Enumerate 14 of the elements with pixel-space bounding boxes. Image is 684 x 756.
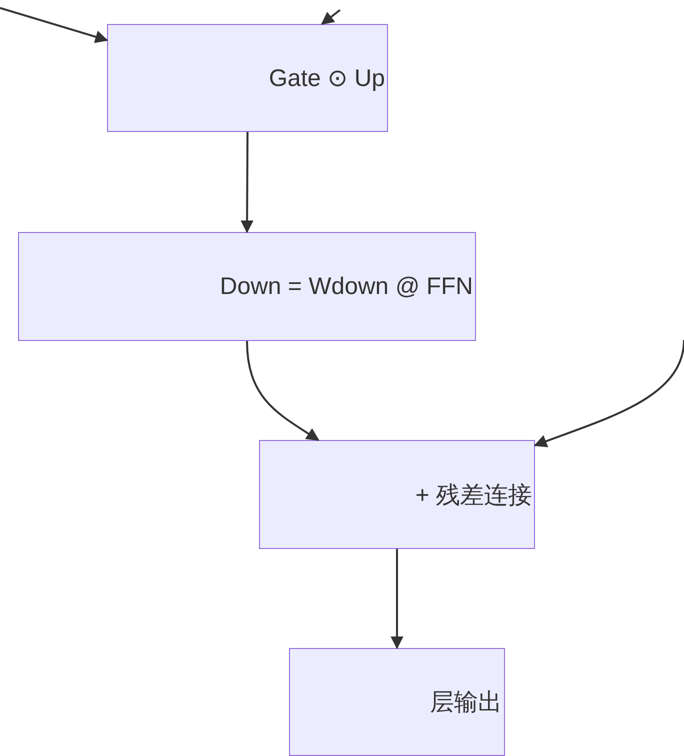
process-box (289, 648, 505, 756)
arrow (390, 549, 404, 650)
arrow (320, 9, 341, 25)
arrow (0, 7, 108, 44)
process-box (259, 440, 535, 549)
process-box (107, 24, 388, 132)
arrow (240, 132, 254, 234)
node-label: Down = Wdown @ FFN (220, 272, 473, 300)
node-label: Gate ⊙ Up (268, 64, 385, 92)
node-label: + 残差连接 (415, 480, 532, 510)
node-label: 层输出 (430, 688, 502, 718)
arrow (534, 340, 684, 448)
arrow (246, 340, 320, 441)
process-box (18, 232, 476, 341)
